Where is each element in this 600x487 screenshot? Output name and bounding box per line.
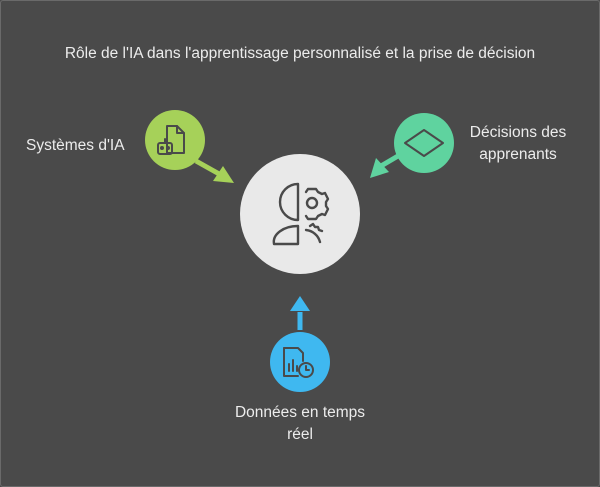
label-donnees-temps-reel: Données en temps réel (234, 404, 366, 443)
arrow-bottom-to-center (290, 296, 310, 330)
arrow-left-to-center (194, 158, 234, 183)
ai-brain-gear-icon (272, 182, 330, 246)
ai-document-robot-icon (157, 125, 185, 155)
label-decisions-apprenants: Décisions des apprenants (469, 124, 567, 163)
left-node (145, 110, 205, 170)
bottom-node (270, 332, 330, 392)
right-node (394, 113, 454, 173)
realtime-data-clock-icon (283, 347, 314, 378)
arrow-right-to-center (370, 153, 400, 178)
diagram-title: Rôle de l'IA dans l'apprentissage person… (64, 45, 536, 62)
diamond-decision-icon (404, 129, 444, 157)
center-node (240, 154, 360, 274)
label-systemes-ia: Systèmes d'IA (26, 137, 125, 154)
